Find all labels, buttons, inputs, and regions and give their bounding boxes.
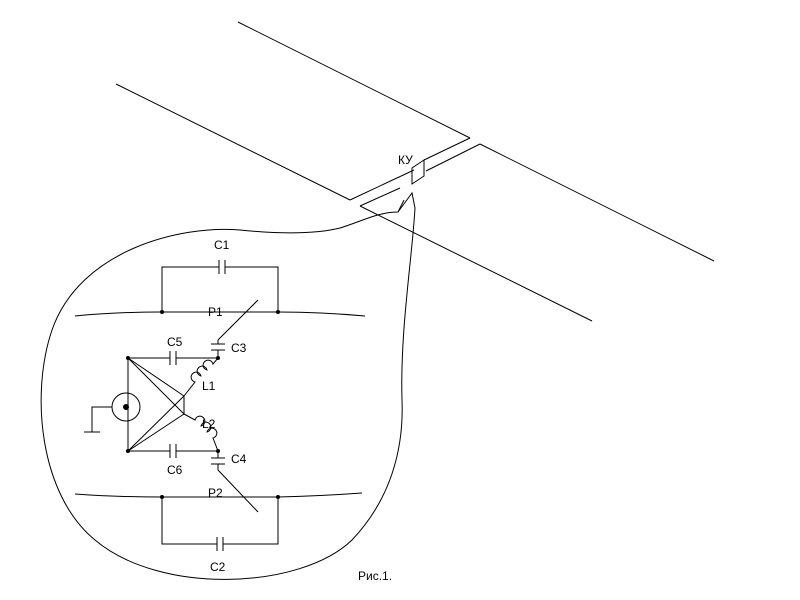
c2-label: C2 <box>210 560 226 574</box>
upper-matching-network: C3 C5 L1 <box>126 335 247 397</box>
c6-label: C6 <box>167 463 183 477</box>
beam-lower-right <box>359 205 593 322</box>
c2-loop-left <box>161 497 217 545</box>
upper-section: C1 P1 <box>74 238 366 341</box>
matching-device-box <box>411 159 425 185</box>
callout-bubble <box>40 191 416 580</box>
l1-coil <box>183 357 219 397</box>
lower-conductor-left <box>74 493 163 498</box>
antenna-beams <box>115 21 715 322</box>
figure-caption: Рис.1. <box>358 569 392 583</box>
balun-cross-b <box>127 395 185 452</box>
p1-label: P1 <box>208 305 223 319</box>
ground-lead <box>91 406 112 432</box>
c3-label: C3 <box>231 341 247 355</box>
callout-arrow-left <box>397 199 405 213</box>
feed-gap-bottom <box>425 143 481 172</box>
feed-link-left <box>349 169 415 201</box>
lower-section: P2 C2 <box>74 469 363 574</box>
balun-cross-a <box>127 357 185 415</box>
feed-gap-top <box>423 137 471 161</box>
lower-conductor-right <box>277 492 363 498</box>
balun-diag-lower <box>127 413 185 452</box>
beam-upper-left <box>237 21 471 139</box>
matching-device: КУ <box>398 153 425 185</box>
c1-label: C1 <box>214 238 230 252</box>
coax-center-pin <box>123 404 129 410</box>
upper-conductor-right <box>277 311 366 317</box>
l1-label: L1 <box>202 379 216 393</box>
p1-switch-blade <box>217 299 259 341</box>
balun <box>84 357 185 452</box>
l2-coil <box>183 413 219 452</box>
c4-label: C4 <box>231 452 247 466</box>
lower-matching-network: L2 C6 C4 <box>126 413 247 477</box>
p2-switch-blade <box>217 469 259 513</box>
beam-lower-left <box>115 83 351 201</box>
c1-loop-right <box>225 266 279 312</box>
balun-diag-upper <box>127 357 185 397</box>
c2-loop-right <box>223 497 279 545</box>
c1-loop-left <box>161 266 219 312</box>
node-c6-left <box>126 449 130 453</box>
l2-label: L2 <box>202 417 216 431</box>
upper-conductor-left <box>74 311 163 317</box>
matching-device-label: КУ <box>398 153 413 167</box>
p2-label: P2 <box>208 486 223 500</box>
feed-link-left-2 <box>359 187 401 207</box>
c5-label: C5 <box>167 335 183 349</box>
beam-upper-right <box>479 143 715 262</box>
